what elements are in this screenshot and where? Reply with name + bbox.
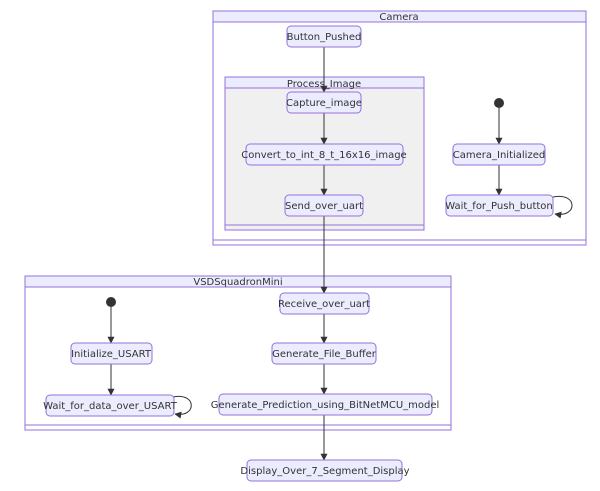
state-generate-prediction-label: Generate_Prediction_using_BitNetMCU_mode… [211, 400, 440, 411]
state-display[interactable]: Display_Over_7_Segment_Display [240, 459, 410, 482]
edge-wait-usart-self [172, 395, 192, 419]
start-node-camera [494, 98, 504, 108]
state-wait-push-button[interactable]: Wait_for_Push_button [445, 194, 554, 217]
edges [107, 47, 573, 461]
state-wait-usart[interactable]: Wait_for_data_over_USART [43, 394, 178, 417]
state-capture-image[interactable]: Capture_image [286, 91, 362, 114]
state-receive-uart[interactable]: Receive_over_uart [278, 292, 370, 315]
state-generate-buffer[interactable]: Generate_File_Buffer [271, 342, 377, 365]
state-initialize-usart[interactable]: Initialize_USART [70, 342, 153, 365]
state-camera-initialized[interactable]: Camera_Initialized [452, 143, 546, 166]
state-camera-initialized-label: Camera_Initialized [453, 150, 545, 161]
state-display-label: Display_Over_7_Segment_Display [240, 466, 409, 477]
state-convert[interactable]: Convert_to_int_8_t_16x16_image [241, 143, 407, 166]
start-node-vsd [106, 297, 116, 307]
cluster-vsd-title: VSDSquadronMini [193, 277, 282, 288]
state-button-pushed-label: Button_Pushed [287, 32, 362, 43]
state-send-uart-label: Send_over_uart [285, 201, 363, 212]
state-initialize-usart-label: Initialize_USART [71, 349, 152, 360]
state-capture-image-label: Capture_image [286, 98, 362, 109]
edge-wait-push-self [552, 195, 573, 219]
state-generate-buffer-label: Generate_File_Buffer [272, 349, 377, 360]
state-wait-usart-label: Wait_for_data_over_USART [43, 401, 178, 412]
state-send-uart[interactable]: Send_over_uart [284, 194, 364, 217]
state-wait-push-button-label: Wait_for_Push_button [445, 201, 553, 212]
cluster-camera-title: Camera [379, 12, 418, 23]
state-button-pushed[interactable]: Button_Pushed [286, 25, 362, 48]
state-generate-prediction[interactable]: Generate_Prediction_using_BitNetMCU_mode… [211, 393, 440, 416]
state-convert-label: Convert_to_int_8_t_16x16_image [241, 150, 406, 161]
state-receive-uart-label: Receive_over_uart [278, 299, 370, 310]
